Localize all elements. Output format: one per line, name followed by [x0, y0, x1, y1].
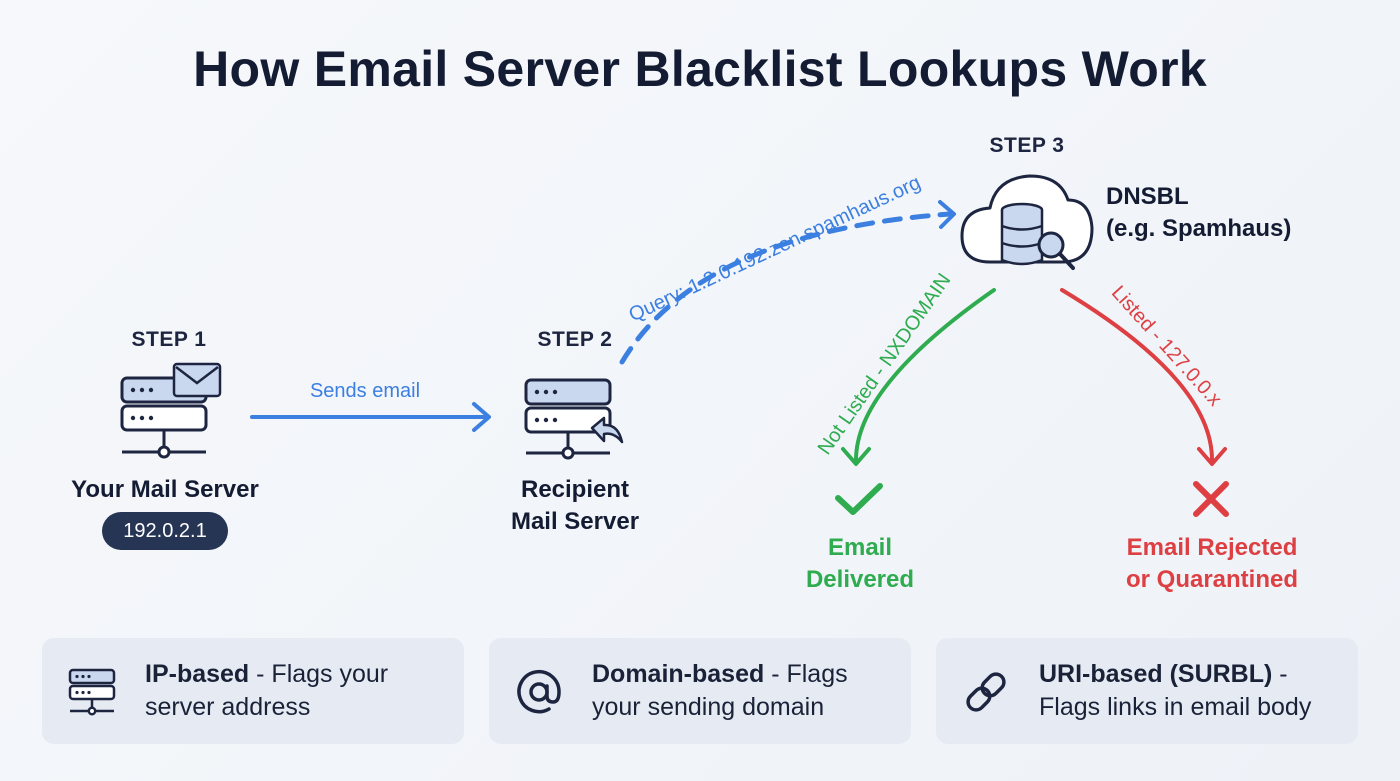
- ip-address-badge: 192.0.2.1: [102, 512, 228, 550]
- delivered-line2: Delivered: [805, 566, 915, 593]
- card-domain-based: Domain-based - Flags your sending domain: [489, 638, 911, 744]
- check-icon: [835, 483, 883, 515]
- step3-label: STEP 3: [989, 134, 1065, 157]
- card-domain-based-text: Domain-based - Flags your sending domain: [592, 658, 902, 724]
- rejected-line2: or Quarantined: [1125, 566, 1299, 593]
- card-ip-based-desc: - Flags your server address: [145, 660, 389, 721]
- step3-name-line1: DNSBL: [1106, 183, 1189, 210]
- not-listed-arrow: [841, 288, 996, 466]
- card-ip-based-text: IP-based - Flags your server address: [145, 658, 455, 724]
- at-icon: [517, 669, 561, 714]
- cross-icon: [1193, 481, 1229, 517]
- card-uri-based: URI-based (SURBL) - Flags links in email…: [936, 638, 1358, 744]
- reply-arrow-icon: [590, 416, 624, 444]
- card-uri-based-desc: - Flags links in email body: [1039, 660, 1312, 721]
- link-icon: [966, 672, 1006, 712]
- step2-label: STEP 2: [537, 328, 613, 351]
- step1-label: STEP 1: [131, 328, 207, 351]
- cloud-database-icon: [960, 174, 1094, 270]
- page-title: How Email Server Blacklist Lookups Work: [193, 41, 1207, 97]
- step2-name-line2: Mail Server: [510, 508, 640, 535]
- send-email-label: Sends email: [309, 380, 421, 402]
- card-ip-based-title: IP-based: [145, 660, 250, 688]
- step3-name-line2: (e.g. Spamhaus): [1106, 215, 1292, 242]
- delivered-line1: Email: [827, 534, 893, 561]
- listed-arrow: [1060, 288, 1227, 466]
- rejected-line1: Email Rejected: [1126, 534, 1298, 561]
- card-ip-based: IP-based - Flags your server address: [42, 638, 464, 744]
- server-icon: [68, 668, 116, 716]
- card-uri-based-title: URI-based (SURBL): [1039, 660, 1273, 688]
- recipient-server-icon: [524, 378, 612, 460]
- step1-name: Your Mail Server: [71, 476, 259, 503]
- card-domain-based-title: Domain-based: [592, 660, 765, 688]
- send-arrow: [250, 402, 491, 432]
- query-arrow: [619, 200, 956, 365]
- envelope-icon: [172, 362, 222, 398]
- step2-name-line1: Recipient: [520, 476, 630, 503]
- card-uri-based-text: URI-based (SURBL) - Flags links in email…: [1039, 658, 1349, 724]
- card-domain-based-desc: - Flags your sending domain: [592, 660, 848, 721]
